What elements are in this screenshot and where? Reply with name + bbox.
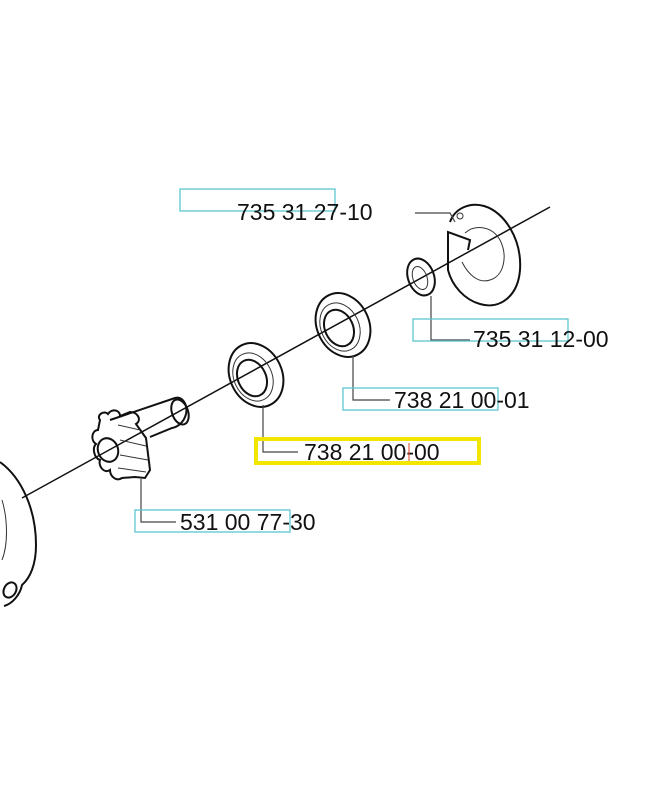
gear-housing [0, 461, 38, 607]
bevel-gear [91, 396, 190, 481]
leader-738-21-00-01 [352, 356, 390, 401]
bearing-upper [314, 292, 372, 358]
leader-531-00-77-30 [140, 479, 176, 523]
callout-box-738-21-00-01[interactable] [342, 387, 499, 411]
leader-735-31-12-00 [430, 296, 470, 341]
axis-line [21, 206, 551, 499]
part-label-738-21-00-01[interactable]: 738 21 00-01 [394, 387, 530, 413]
part-label-735-31-12-00[interactable]: 735 31 12-00 [473, 326, 609, 352]
callout-box-735-31-27-10[interactable] [179, 188, 336, 212]
callout-box-531-00-77-30[interactable] [134, 509, 291, 533]
part-label-735-31-27-10[interactable]: 735 31 27-10 [237, 199, 373, 225]
bearing-lower [227, 342, 285, 408]
callout-box-735-31-12-00[interactable] [412, 318, 569, 342]
retaining-ring [447, 203, 522, 307]
washer [406, 257, 436, 297]
leader-735-31-27-10 [415, 212, 456, 223]
highlight-box-738-21-00-00[interactable] [254, 437, 481, 465]
part-label-531-00-77-30[interactable]: 531 00 77-30 [180, 509, 316, 535]
part-label-738-21-00-00[interactable]: 738 21 00-00 [304, 439, 440, 465]
leader-738-21-00-00 [262, 405, 298, 453]
